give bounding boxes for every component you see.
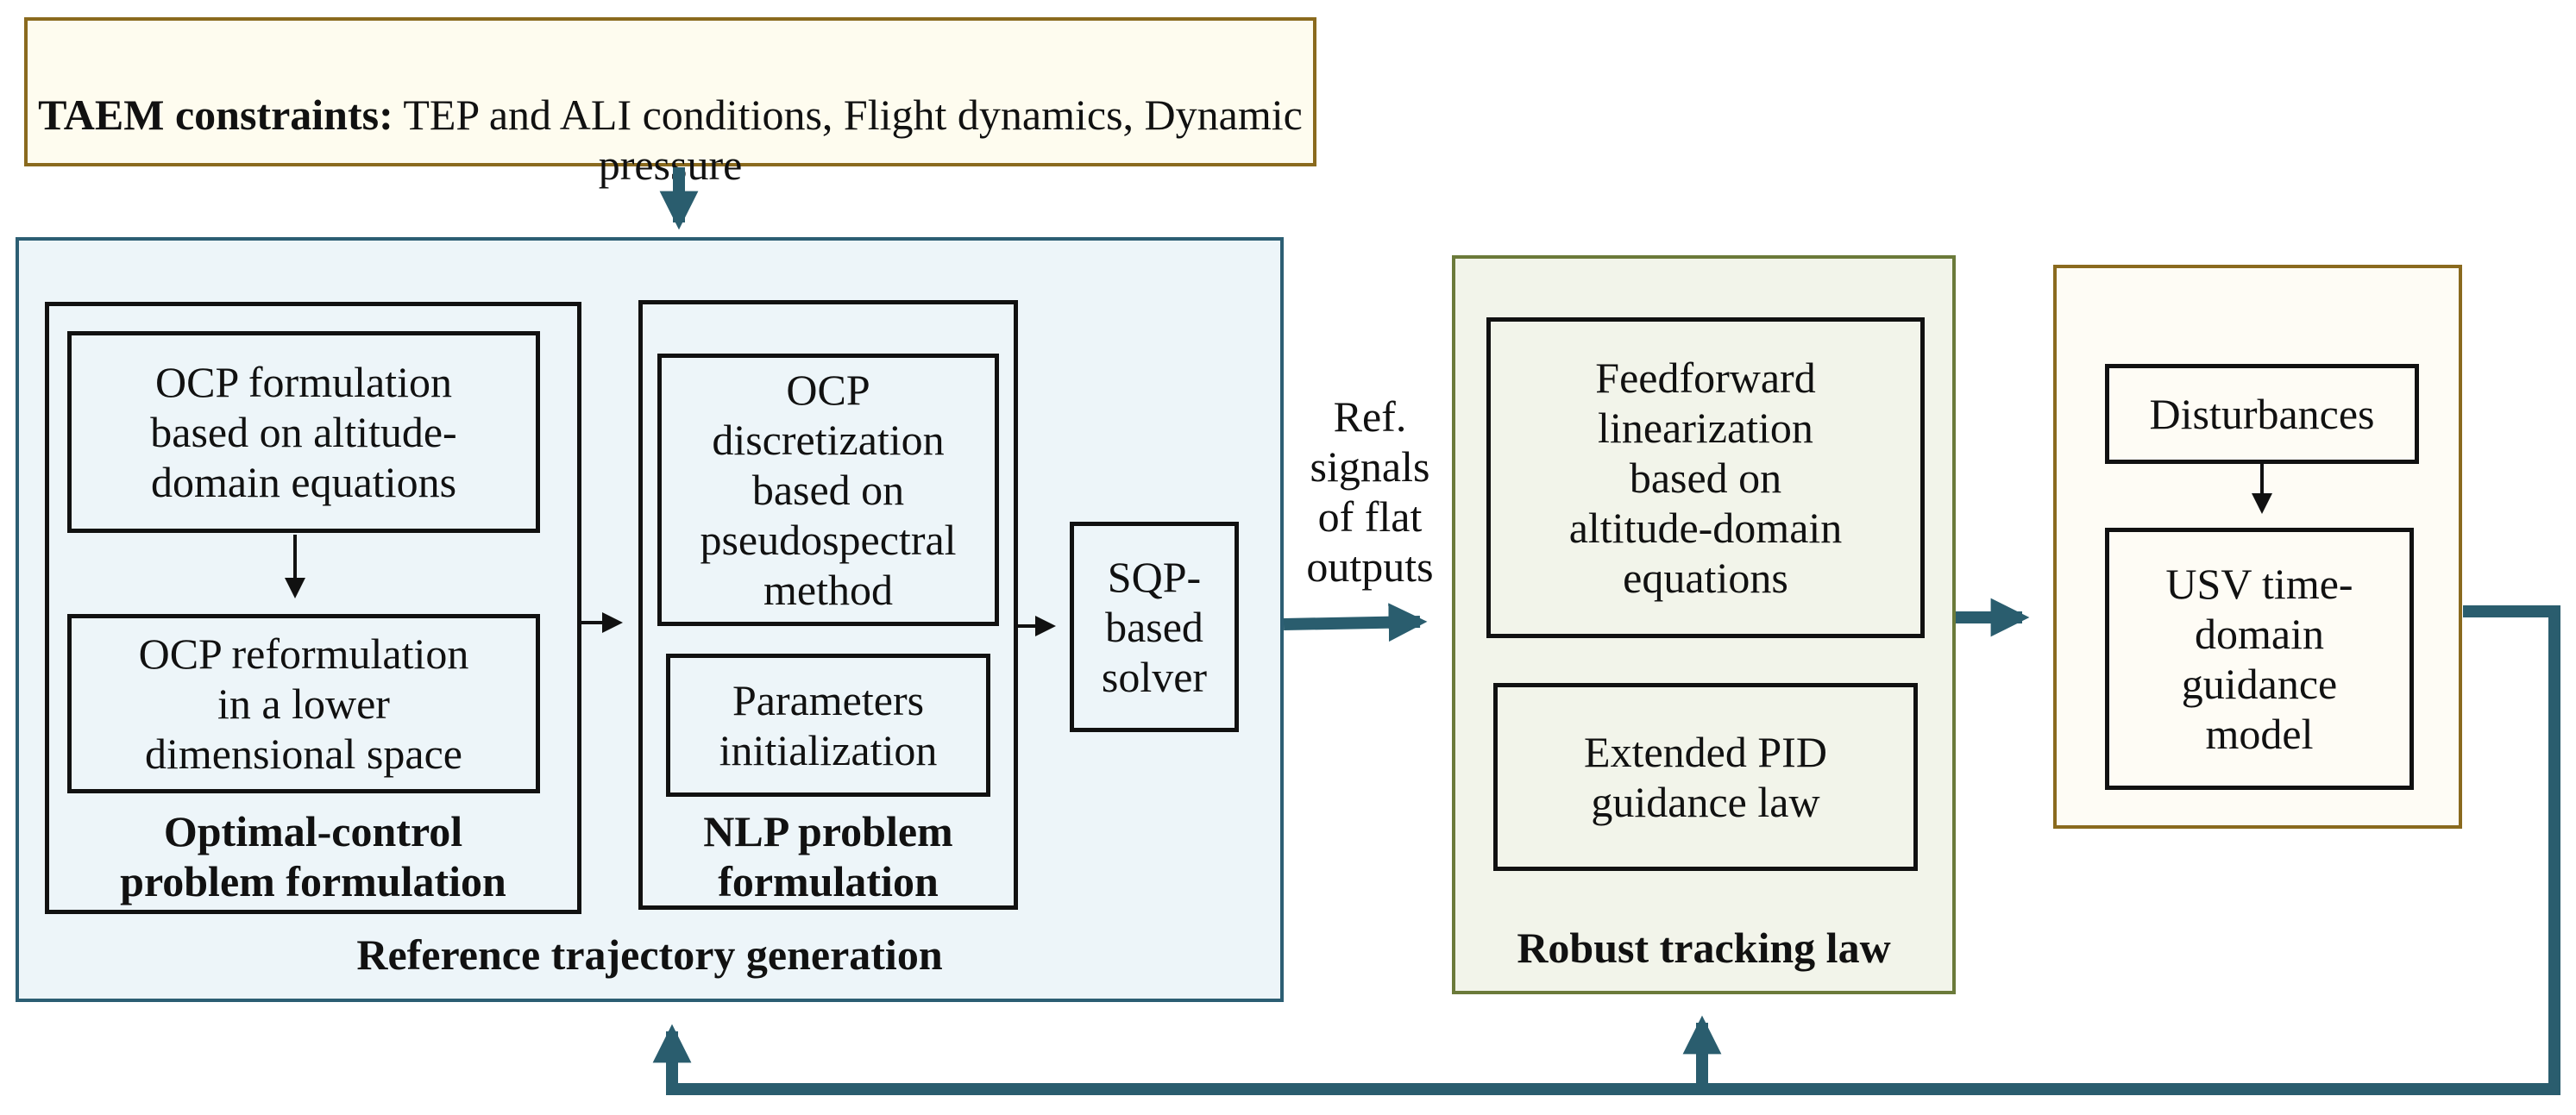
ref-signals-label: Ref. signals of flat outputs	[1306, 392, 1434, 591]
robust-tracking-caption: Robust tracking law	[1517, 924, 1891, 972]
feedback-loop-line	[652, 605, 2560, 1095]
ocp-reformulation-box: OCP reformulation in a lower dimensional…	[67, 614, 540, 793]
taem-constraints-box: TAEM constraints: TEP and ALI conditions…	[24, 17, 1316, 189]
extended-pid-box: Extended PID guidance law	[1493, 683, 1918, 871]
ocp-formulation-box: OCP formulation based on altitude- domai…	[67, 331, 540, 533]
robust-tracking-panel	[1452, 255, 1956, 994]
feedforward-linearization-box: Feedforward linearization based on altit…	[1486, 317, 1925, 638]
ocp-group-caption: Optimal-control problem formulation	[120, 807, 506, 905]
disturbances-box: Disturbances	[2105, 364, 2419, 464]
usv-guidance-model-box: USV time- domain guidance model	[2105, 528, 2414, 790]
usv-plant-panel	[2053, 265, 2462, 829]
nlp-formulation-group	[638, 300, 1018, 910]
reference-to-tracking-arrow	[1283, 603, 1428, 642]
taem-constraints-heading: TAEM constraints:	[38, 91, 393, 139]
nlp-group-caption: NLP problem formulation	[703, 807, 953, 905]
ocp-discretization-box: OCP discretization based on pseudospectr…	[657, 354, 999, 626]
parameters-initialization-box: Parameters initialization	[666, 654, 990, 797]
sqp-solver-box: SQP- based solver	[1070, 522, 1239, 732]
ocp-formulation-group	[45, 302, 581, 914]
taem-constraints-text: TEP and ALI conditions, Flight dynamics,…	[393, 91, 1303, 189]
reference-trajectory-caption: Reference trajectory generation	[356, 930, 943, 979]
